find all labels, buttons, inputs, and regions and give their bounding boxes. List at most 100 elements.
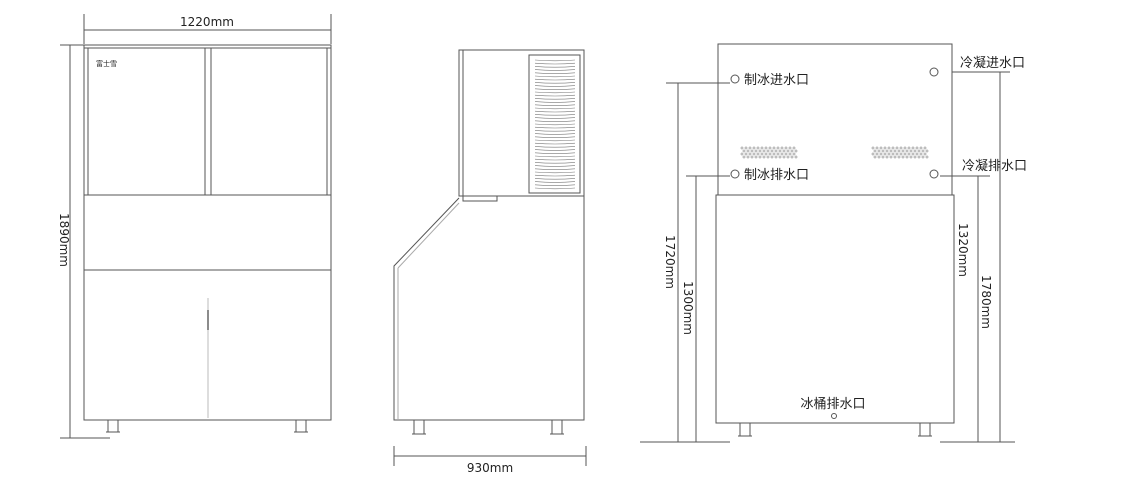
- ice-water-drain-port: [730, 169, 740, 179]
- louvre-slat: [534, 158, 576, 161]
- vent-hole: [879, 146, 883, 150]
- vent-hole: [891, 152, 895, 156]
- vent-hole: [774, 149, 778, 153]
- louvre-slat: [534, 168, 576, 170]
- condenser-water-drain-port: [929, 169, 939, 179]
- side-foot-left: [413, 419, 425, 435]
- back-foot-left: [739, 422, 751, 437]
- louvre-slat: [534, 174, 576, 177]
- label-bin-drain: 冰桶排水口: [800, 397, 865, 412]
- vent-hole: [790, 155, 794, 159]
- ice-water-inlet-port: [730, 74, 740, 84]
- front-height-label: 1890mm: [57, 213, 71, 267]
- vent-hole: [895, 152, 899, 156]
- vent-hole: [756, 152, 760, 156]
- vent-hole: [877, 149, 881, 153]
- vent-hole: [917, 155, 921, 159]
- vent-hole: [780, 146, 784, 150]
- vent-hole: [746, 149, 750, 153]
- louvre-slat: [534, 72, 576, 74]
- louvre-slat: [534, 142, 576, 145]
- vent-hole: [760, 152, 764, 156]
- front-middle-panel: [83, 194, 332, 271]
- louvre-slat: [534, 69, 576, 71]
- vent-hole: [887, 146, 891, 150]
- vent-hole: [778, 155, 782, 159]
- vent-hole: [905, 149, 909, 153]
- front-foot-right: [295, 419, 307, 433]
- side-slope-inner: [397, 202, 460, 269]
- vent-hole: [913, 149, 917, 153]
- louvre-slat: [534, 62, 576, 65]
- louvre-slat: [534, 139, 576, 142]
- front-upper-cabinet: [83, 44, 332, 196]
- vent-hole: [774, 155, 778, 159]
- vent-hole: [750, 155, 754, 159]
- louvre-slat: [534, 104, 576, 106]
- label-condenser-water-inlet: 冷凝进水口: [960, 55, 1025, 71]
- louvre-slat: [534, 66, 576, 68]
- louvre-slat: [534, 94, 576, 97]
- louvre-slat: [534, 78, 576, 81]
- louvre-slat: [534, 85, 576, 87]
- vent-hole: [760, 146, 764, 150]
- vent-hole: [879, 152, 883, 156]
- vent-hole: [871, 146, 875, 150]
- side-depth-label: 930mm: [467, 461, 513, 475]
- vent-hole: [772, 152, 776, 156]
- vent-hole: [788, 152, 792, 156]
- louvre-slat: [534, 187, 576, 190]
- vent-hole: [776, 146, 780, 150]
- vent-hole: [764, 152, 768, 156]
- vent-hole: [873, 149, 877, 153]
- vent-hole: [792, 152, 796, 156]
- louvre-slat: [534, 88, 576, 90]
- front-logo: 富士雪: [96, 59, 117, 68]
- vent-hole: [750, 149, 754, 153]
- vent-hole: [899, 152, 903, 156]
- vent-hole: [915, 146, 919, 150]
- vent-hole: [919, 152, 923, 156]
- vent-hole: [788, 146, 792, 150]
- vent-hole: [744, 146, 748, 150]
- louvre-slat: [534, 146, 576, 148]
- vent-hole: [768, 152, 772, 156]
- dim-1720-label: 1720mm: [663, 235, 677, 289]
- vent-hole: [780, 152, 784, 156]
- louvre-slat: [534, 165, 576, 167]
- front-right-door: [210, 47, 328, 196]
- vent-hole: [772, 146, 776, 150]
- louvre-slat: [534, 75, 576, 78]
- vent-hole: [885, 149, 889, 153]
- side-lower-body: [393, 196, 585, 421]
- vent-hole: [875, 146, 879, 150]
- front-view: [60, 14, 332, 439]
- vent-hole: [756, 146, 760, 150]
- vent-hole: [752, 146, 756, 150]
- vent-hole: [903, 152, 907, 156]
- vent-hole: [921, 155, 925, 159]
- louvre-slat: [534, 130, 576, 132]
- vent-hole: [766, 155, 770, 159]
- vent-hole: [871, 152, 875, 156]
- vent-hole: [794, 149, 798, 153]
- side-louvre-slats: [534, 59, 576, 190]
- vent-hole: [925, 149, 929, 153]
- front-width-label: 1220mm: [180, 15, 234, 29]
- vent-hole: [881, 155, 885, 159]
- vent-hole: [762, 149, 766, 153]
- louvre-slat: [534, 117, 576, 119]
- vent-hole: [901, 149, 905, 153]
- louvre-slat: [534, 184, 576, 186]
- vent-hole: [885, 155, 889, 159]
- vent-hole: [758, 155, 762, 159]
- vent-hole: [919, 146, 923, 150]
- vent-hole: [921, 149, 925, 153]
- front-foot-left: [107, 419, 119, 433]
- vent-hole: [907, 146, 911, 150]
- vent-hole: [873, 155, 877, 159]
- dim-1300-label: 1300mm: [681, 281, 695, 335]
- vent-hole: [889, 155, 893, 159]
- louvre-slat: [534, 107, 576, 110]
- vent-hole: [883, 146, 887, 150]
